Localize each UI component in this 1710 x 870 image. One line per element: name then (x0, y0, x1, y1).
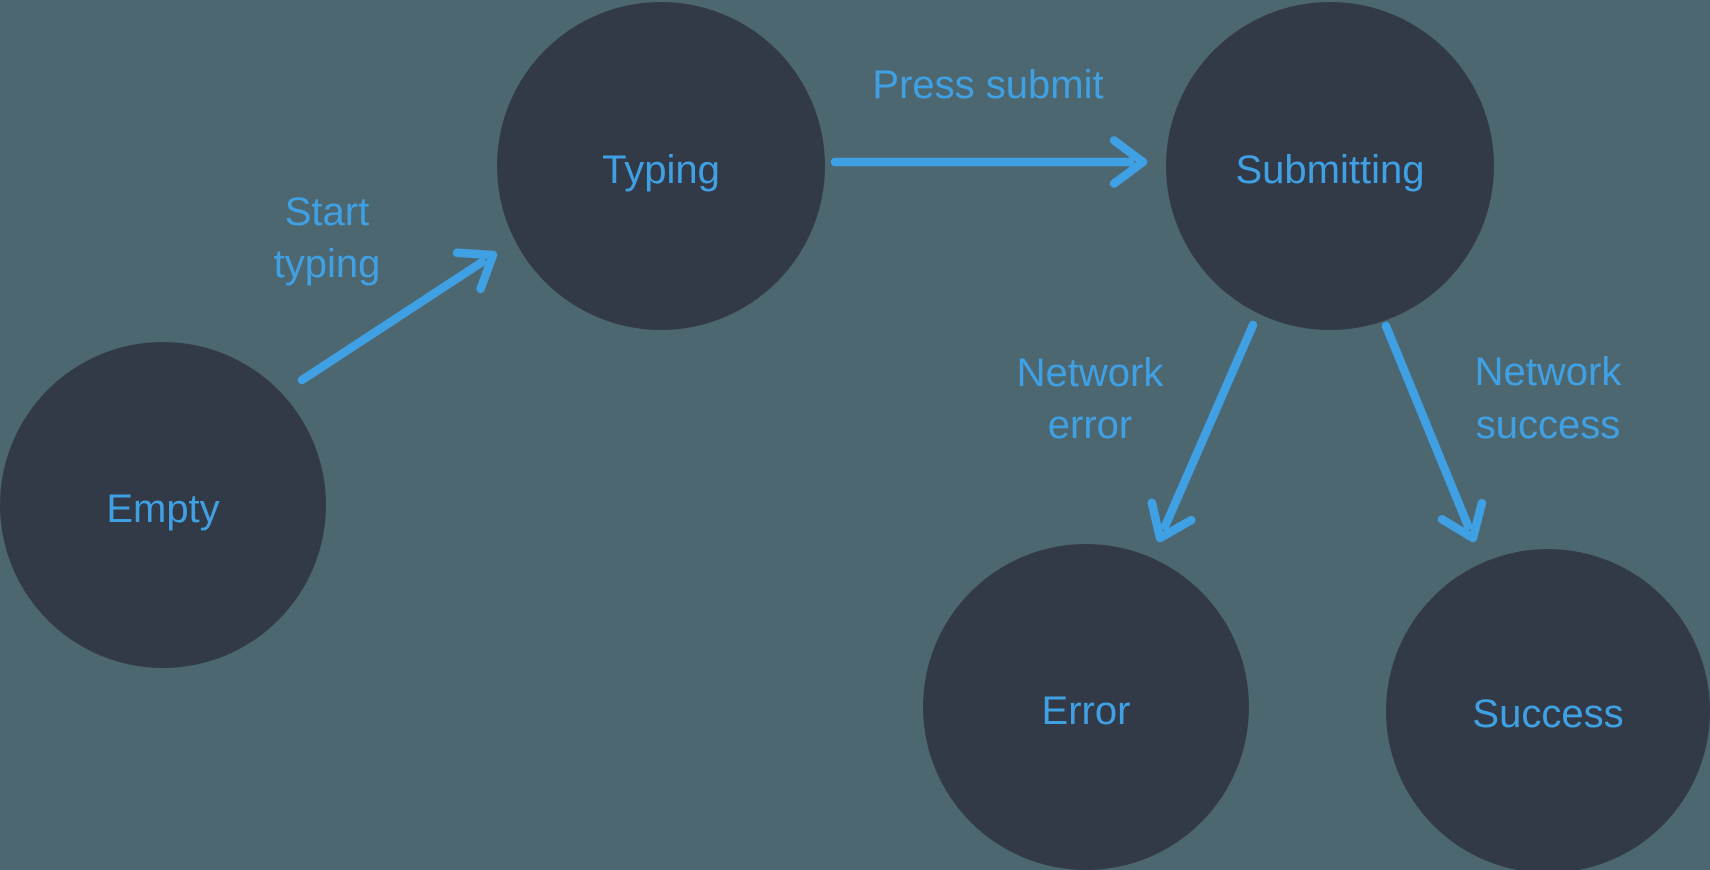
transition-arrow-shaft (1381, 321, 1473, 531)
transition-label-line: typing (274, 242, 381, 286)
state-label: Success (1472, 692, 1623, 736)
transition-network-error: Network error (1017, 320, 1258, 543)
transition-arrow-shaft (1160, 320, 1258, 531)
state-circle (923, 544, 1249, 870)
state-circle (1386, 549, 1710, 870)
transition-label-line: Network (1017, 351, 1165, 395)
transition-press-submit: Press submit (830, 63, 1148, 188)
state-node-success: Success (1386, 549, 1710, 870)
transition-arrow-head (1437, 498, 1487, 543)
transition-label-line: Network (1475, 350, 1623, 394)
state-node-submitting: Submitting (1166, 2, 1494, 330)
transition-arrow-head (1109, 136, 1148, 188)
transition-label-line: error (1048, 403, 1132, 447)
state-node-empty: Empty (0, 342, 326, 668)
transition-arrow-head (452, 248, 498, 294)
state-circle (497, 2, 825, 330)
state-label: Empty (106, 487, 219, 531)
state-node-typing: Typing (497, 2, 825, 330)
transition-arrow-shaft (297, 257, 487, 385)
state-label: Error (1042, 689, 1131, 733)
state-label: Submitting (1236, 148, 1425, 192)
state-label: Typing (602, 148, 720, 192)
transition-label-line: Press submit (872, 63, 1103, 107)
transition-start-typing: Start typing (274, 190, 498, 385)
state-node-error: Error (923, 544, 1249, 870)
transition-label-line: success (1476, 403, 1621, 447)
state-circle (0, 342, 326, 668)
transition-arrow-head (1147, 498, 1196, 543)
state-circle (1166, 2, 1494, 330)
transition-label-line: Start (285, 190, 369, 234)
transition-network-success: Network success (1381, 321, 1623, 543)
